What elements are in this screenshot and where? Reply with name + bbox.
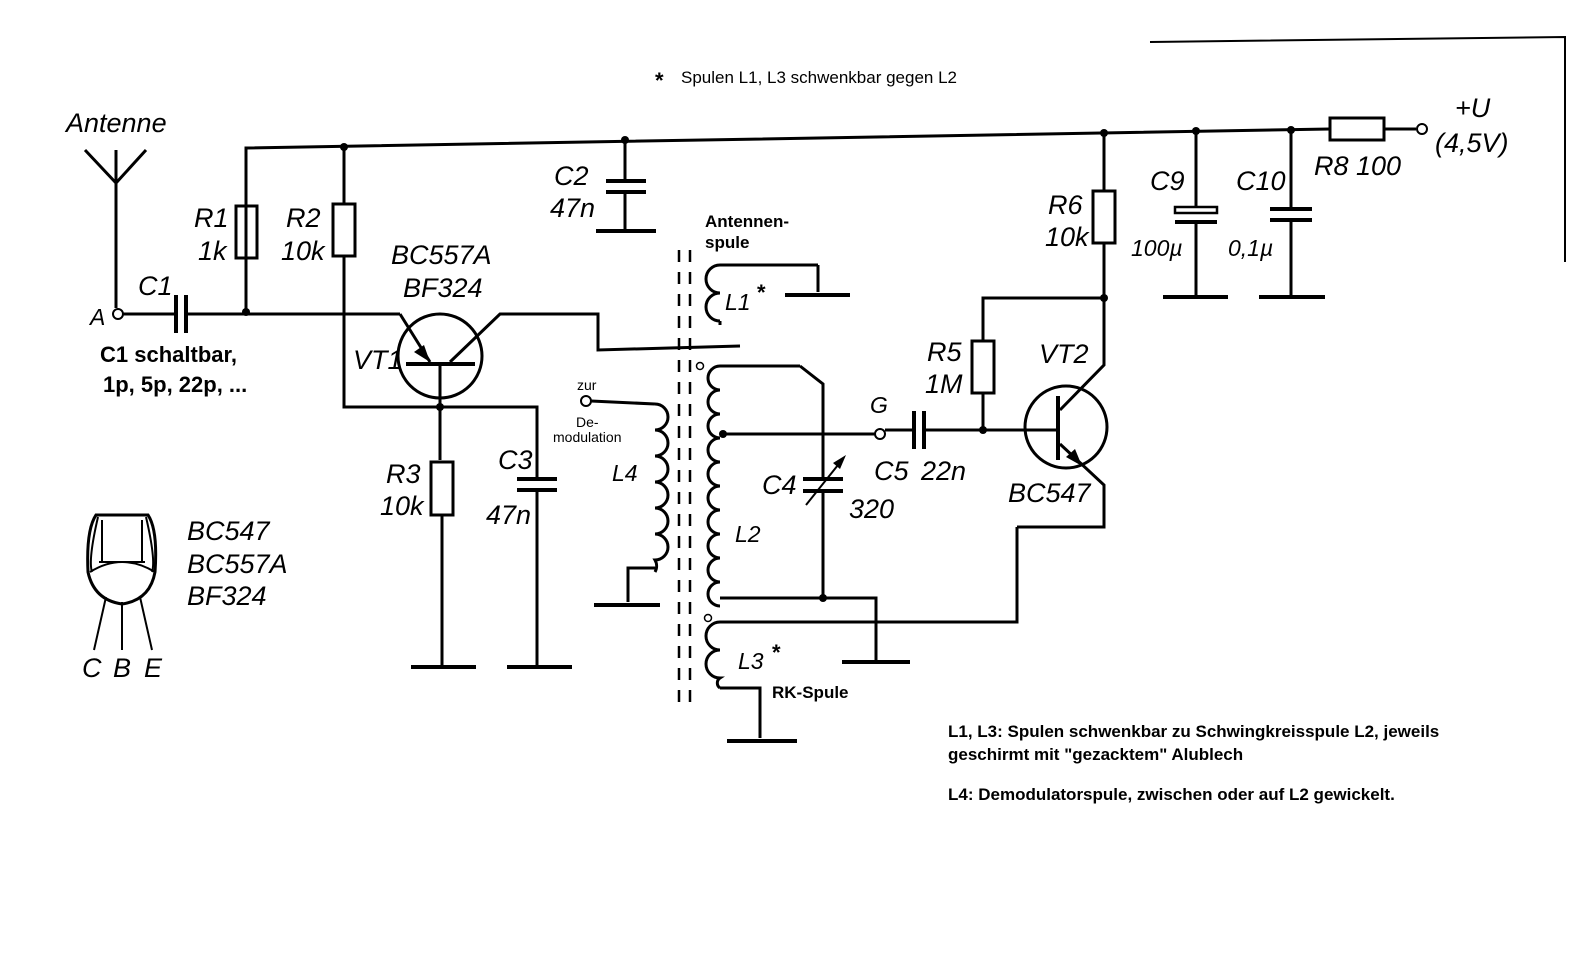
c2-label: C2 [554,161,589,191]
pinout-type-3: BF324 [187,581,267,611]
r5-label: R5 [927,337,962,367]
r1-value: 1k [198,236,228,266]
l3-star: * [772,640,781,665]
coil-l1 [704,263,850,325]
c1-note-line1: C1 schaltbar, [100,342,237,367]
note-l1-l3-line2: geschirmt mit "gezacktem" Alublech [948,745,1243,764]
vt2-label: VT2 [1039,339,1089,369]
r5-value: 1M [925,369,963,399]
c9-label: C9 [1150,166,1185,196]
note-l1-l3-line1: L1, L3: Spulen schwenkbar zu Schwingkrei… [948,722,1439,741]
capacitor-c10 [1259,126,1325,299]
c3-label: C3 [498,445,533,475]
antenna-symbol [83,148,148,320]
resistor-r1 [234,204,259,260]
l3-label: L3 [738,648,764,674]
c1-label: C1 [138,271,173,301]
r2-value: 10k [281,236,326,266]
supply-label: +U [1455,93,1491,123]
c9-value: 100µ [1131,235,1183,261]
resistor-r5 [970,296,1104,430]
rk-spule-label: RK-Spule [772,683,849,702]
r1-label: R1 [194,203,229,233]
ferrite-core [677,250,692,710]
r3-value: 10k [380,491,425,521]
l4-label: L4 [612,460,638,486]
capacitor-c9 [1163,127,1228,299]
swivel-star: * [655,68,664,93]
capacitor-c2 [596,136,656,233]
antennenspule-label-2: spule [705,233,749,252]
c5-label: C5 [874,456,909,486]
vt1-type-1: BC557A [391,240,492,270]
pin-c-label: C [82,653,102,683]
transistor-pinout-drawing [86,513,158,651]
resistor-r3 [411,460,476,669]
coil-l4 [580,395,670,607]
node-a-label: A [88,304,105,330]
note-l4: L4: Demodulatorspule, zwischen oder auf … [948,785,1395,804]
frame-line [1149,35,1566,262]
pin-e-label: E [144,653,163,683]
l2-label: L2 [735,521,761,547]
vt1-label: VT1 [353,345,403,375]
node-g-label: G [870,392,888,418]
pinout-type-2: BC557A [187,549,288,579]
vt2-type: BC547 [1008,478,1092,508]
c3-value: 47n [486,500,531,530]
r3-label: R3 [386,459,421,489]
c5-value: 22n [920,456,966,486]
r6-label: R6 [1048,190,1083,220]
swivel-note: Spulen L1, L3 schwenkbar gegen L2 [681,68,957,87]
coil-l3 [703,527,1019,743]
transistor-vt2 [1017,294,1109,529]
resistor-r6 [1091,129,1117,298]
resistor-r2 [331,143,445,409]
capacitor-c4 [799,364,846,602]
resistor-r8 [1328,116,1386,142]
r6-value: 10k [1045,222,1090,252]
r8-label: R8 100 [1314,151,1401,181]
capacitor-c5 [885,411,1030,449]
antennenspule-label-1: Antennen- [705,212,789,231]
antenna-label: Antenne [64,108,167,138]
l1-label: L1 [725,289,751,315]
pinout-type-1: BC547 [187,516,271,546]
l1-star: * [757,280,766,305]
pin-b-label: B [113,653,131,683]
c10-label: C10 [1236,166,1286,196]
demod-label-2: modulation [553,429,622,445]
c10-value: 0,1µ [1228,235,1273,261]
demod-label-1: De- [576,414,599,430]
c2-value: 47n [550,193,595,223]
capacitor-c1 [123,295,400,333]
capacitor-c3 [445,405,572,669]
c4-value: 320 [849,494,894,524]
vt1-type-2: BF324 [403,273,483,303]
c1-note-line2: 1p, 5p, 22p, ... [103,372,247,397]
zur-label: zur [577,377,597,393]
c4-label: C4 [762,470,797,500]
transistor-vt1 [396,312,741,460]
coil-l2 [695,361,910,664]
supply-value: (4,5V) [1435,128,1509,158]
r2-label: R2 [286,203,321,233]
